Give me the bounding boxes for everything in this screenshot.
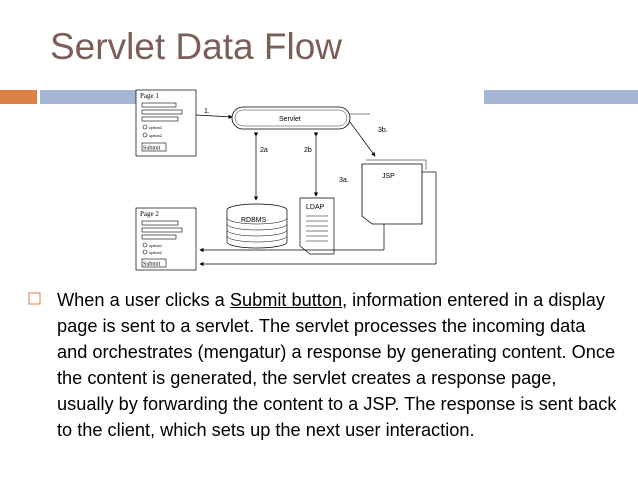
- page1-option1: option1: [149, 125, 163, 130]
- title-accent-blue-left: [40, 90, 136, 104]
- step-1-label: 1.: [204, 108, 210, 115]
- page2-option2: option2: [149, 250, 163, 255]
- submit-button-link[interactable]: Submit button: [229, 290, 343, 310]
- title-accent-blue-right: [484, 90, 638, 104]
- bullet-square-icon: [28, 292, 41, 305]
- rdbms-node: RDBMS: [226, 203, 288, 249]
- page2-label: Page 2: [140, 210, 159, 218]
- page2-option1: option1: [149, 243, 163, 248]
- page2-form: Page 2 option1 option2 Submit: [135, 207, 197, 271]
- title-accent-orange: [0, 90, 37, 104]
- text-before-link: When a user clicks a: [57, 290, 230, 310]
- step-2a-label: 2a: [260, 147, 268, 154]
- page1-label: Page 1: [140, 92, 159, 100]
- page1-option2: option2: [149, 133, 163, 138]
- text-after-link: , information entered in a display page …: [57, 290, 617, 440]
- bullet-paragraph: When a user clicks a Submit button, info…: [57, 287, 617, 443]
- servlet-data-flow-diagram: Page 1 option1 option2 Submit 1. Servlet…: [135, 89, 437, 271]
- page1-submit: Submit: [143, 146, 161, 152]
- ldap-node: LDAP: [299, 197, 335, 255]
- step-3b-label: 3b.: [378, 127, 388, 134]
- page2-submit: Submit: [143, 262, 161, 268]
- step-2b-label: 2b: [304, 147, 312, 154]
- step-3a-label: 3a.: [339, 177, 349, 184]
- servlet-label: Servlet: [279, 116, 301, 123]
- ldap-label: LDAP: [306, 204, 325, 211]
- jsp-node: JSP: [361, 159, 427, 225]
- rdbms-label: RDBMS: [241, 217, 267, 224]
- slide-title: Servlet Data Flow: [50, 26, 342, 67]
- jsp-label: JSP: [382, 173, 395, 180]
- page1-form: Page 1 option1 option2 Submit: [135, 89, 197, 157]
- servlet-node: Servlet: [231, 106, 351, 130]
